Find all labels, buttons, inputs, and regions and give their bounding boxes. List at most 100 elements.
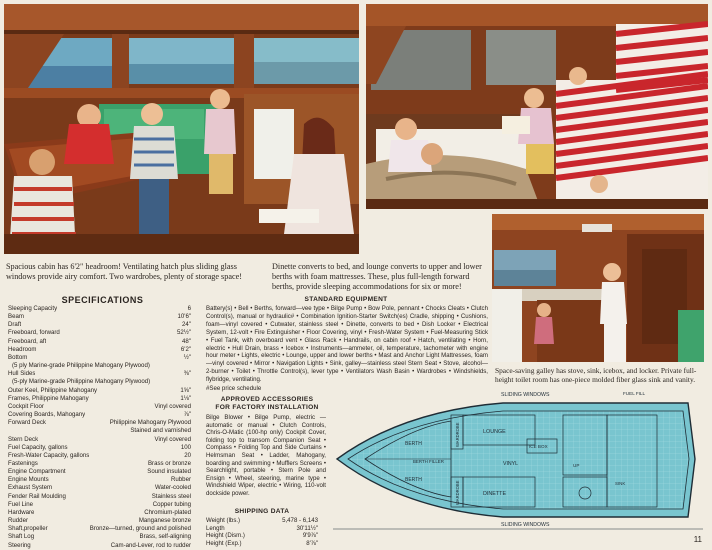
spec-label: Freeboard, forward	[8, 329, 60, 337]
spec-row: Beam 10'6"	[8, 313, 191, 321]
spec-label: Stern Deck	[8, 435, 39, 443]
spec-label: Sleeping Capacity	[8, 305, 58, 312]
standard-equipment-title: STANDARD EQUIPMENT	[304, 296, 388, 303]
spec-row: Exhaust System Water-cooled	[8, 484, 191, 492]
spec-value: Stainless steel	[151, 492, 191, 500]
plan-lounge: LOUNGE	[483, 429, 506, 435]
accessories-subtitle: FOR FACTORY INSTALLATION	[215, 404, 319, 411]
spec-note: Stained and varnished	[130, 427, 191, 435]
shipping-label: Height (Exp.)	[206, 539, 242, 547]
spec-label: Fresh-Water Capacity, gallons	[8, 451, 90, 459]
spec-label: Shaft,propeller	[8, 525, 48, 533]
photo-galley	[492, 214, 704, 362]
spec-value: 6	[187, 305, 191, 312]
shipping-value: 8'⅞"	[306, 539, 318, 547]
spec-value: Water-cooled	[154, 484, 191, 492]
spec-row: Fuel Capacity, gallons 100	[8, 444, 191, 452]
spec-label: Fuel Capacity, gallons	[8, 443, 68, 451]
page-number: 11	[693, 535, 702, 544]
spec-row: Headroom 6'2"	[8, 346, 191, 354]
plan-fuel-fill: FUEL FILL	[623, 391, 645, 396]
spec-value: Philippine Mahogany Plywood	[109, 419, 191, 427]
spec-label: Draft	[8, 321, 22, 329]
spec-label: Exhaust System	[8, 484, 53, 492]
shipping-value: 30'11½"	[296, 524, 318, 532]
spec-value: Brass or bronze	[147, 459, 191, 467]
plan-wardrobe-2: WARDROBE	[455, 480, 460, 505]
caption-cabin: Spacious cabin has 6'2" headroom! Ventil…	[6, 262, 242, 281]
spec-row: Hull Sides ⅜"	[8, 370, 191, 378]
spec-label: Hardware	[8, 508, 35, 516]
spec-row: Stern Deck Vinyl covered	[8, 436, 191, 444]
spec-label: Beam	[8, 313, 24, 321]
spec-row: Sleeping Capacity 6	[8, 305, 191, 313]
spec-value: 10'6"	[177, 313, 192, 321]
shipping-row: Height (Dism.) 9'9⅞"	[206, 532, 318, 540]
plan-dinette: DINETTE	[483, 491, 506, 497]
caption-dinette: Dinette converts to bed, and lounge conv…	[272, 262, 482, 291]
accessories-text: Bilge Blower • Bilge Pump, electric —aut…	[206, 414, 326, 497]
spec-note: (5 ply Marine-grade Philippine Mahogany …	[12, 362, 150, 370]
shipping-value: 9'9⅞"	[302, 532, 318, 540]
plan-vinyl: VINYL	[503, 461, 518, 467]
spec-value: 20	[184, 451, 191, 459]
spec-value: Cam-and-Lever, rod to rudder	[110, 541, 191, 549]
shipping-data-title: SHIPPING DATA	[234, 508, 290, 515]
plan-ice-box: ICE BOX	[529, 444, 548, 449]
spec-row: Engine Mounts Rubber	[8, 476, 191, 484]
spec-row: Hardware Chromium-plated	[8, 509, 191, 517]
spec-value: Vinyl covered	[154, 402, 191, 410]
spec-value: 100	[180, 443, 191, 451]
spec-row: Cockpit Floor Vinyl covered	[8, 403, 191, 411]
spec-label: Cockpit Floor	[8, 402, 44, 410]
shipping-value: 5,478 - 6,143	[282, 517, 318, 524]
shipping-label: Weight (lbs.)	[206, 517, 241, 524]
spec-label: Fastenings	[8, 459, 38, 467]
spec-value: ⅜"	[183, 370, 191, 378]
spec-row: Outer Keel, Philippine Mahogany 1⅝"	[8, 387, 191, 395]
spec-label: Freeboard, aft	[8, 337, 47, 345]
plan-berth-lower: BERTH	[405, 477, 422, 483]
spec-value: Chromium-plated	[144, 508, 191, 516]
plan-sliding-windows-top: SLIDING WINDOWS	[501, 392, 550, 398]
spec-label: Bottom	[8, 353, 28, 361]
spec-value: Rubber	[171, 476, 191, 484]
spec-value: Bronze—turned, ground and polished	[89, 525, 191, 533]
caption-galley: Space-saving galley has stove, sink, ice…	[495, 366, 697, 384]
spec-label: Headroom	[8, 345, 37, 353]
standard-equipment-footnote: #See price schedule	[206, 385, 262, 392]
spec-value: Copper tubing	[152, 500, 191, 508]
spec-value: 1⅛"	[180, 394, 191, 402]
spec-label: Hull Sides	[8, 370, 36, 378]
photo-cabin-family	[4, 4, 359, 254]
shipping-row: Height (Exp.) 8'⅞"	[206, 540, 318, 548]
spec-value: 1⅝"	[180, 386, 191, 394]
photo-berths	[366, 4, 708, 209]
spec-value: 6'2"	[180, 345, 191, 353]
spec-label: Engine Mounts	[8, 476, 49, 484]
spec-label: Engine Compartment	[8, 468, 66, 476]
plan-sliding-windows-bottom: SLIDING WINDOWS	[501, 522, 550, 528]
plan-up: UP	[573, 463, 579, 468]
spec-value: ⅞"	[183, 411, 191, 419]
shipping-label: Height (Dism.)	[206, 532, 245, 540]
spec-label: Forward Deck	[8, 419, 46, 427]
boat-floor-plan: SLIDING WINDOWS FUEL FILL LOUNGE ICE BOX…	[333, 381, 703, 541]
spec-label: Outer Keel, Philippine Mahogany	[8, 386, 98, 394]
spec-label: Fuel Line	[8, 500, 34, 508]
spec-value: Vinyl covered	[154, 435, 191, 443]
spec-label: Rudder	[8, 517, 28, 525]
